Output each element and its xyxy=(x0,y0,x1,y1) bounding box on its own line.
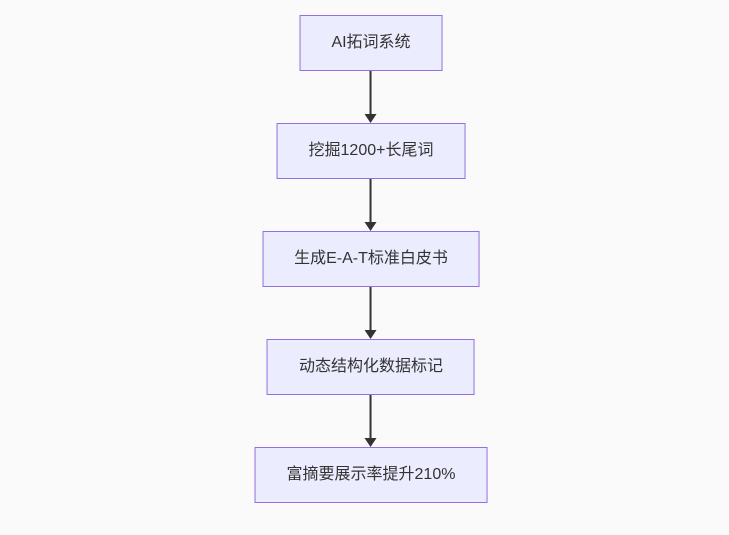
flow-arrow-3 xyxy=(365,287,377,339)
node-rich-snippet-result: 富摘要展示率提升210% xyxy=(254,447,488,503)
arrow-shaft xyxy=(370,179,372,223)
node-label: 富摘要展示率提升210% xyxy=(286,466,456,484)
node-label: AI拓词系统 xyxy=(331,34,411,52)
node-label: 挖掘1200+长尾词 xyxy=(308,142,434,160)
arrow-shaft xyxy=(370,287,372,331)
flow-arrow-2 xyxy=(365,179,377,231)
node-eat-whitepaper: 生成E-A-T标准白皮书 xyxy=(262,231,480,287)
arrow-down-icon xyxy=(365,222,377,231)
node-label: 生成E-A-T标准白皮书 xyxy=(294,250,448,268)
arrow-down-icon xyxy=(365,114,377,123)
arrow-down-icon xyxy=(365,330,377,339)
node-ai-keyword-system: AI拓词系统 xyxy=(299,15,443,71)
flowchart: AI拓词系统 挖掘1200+长尾词 生成E-A-T标准白皮书 动态结构化数据标记 xyxy=(254,15,488,503)
arrow-shaft xyxy=(370,71,372,115)
node-label: 动态结构化数据标记 xyxy=(298,358,443,376)
arrow-down-icon xyxy=(365,438,377,447)
node-structured-data-markup: 动态结构化数据标记 xyxy=(266,339,475,395)
arrow-shaft xyxy=(370,395,372,439)
flow-arrow-4 xyxy=(365,395,377,447)
flow-arrow-1 xyxy=(365,71,377,123)
node-longtail-mining: 挖掘1200+长尾词 xyxy=(276,123,466,179)
